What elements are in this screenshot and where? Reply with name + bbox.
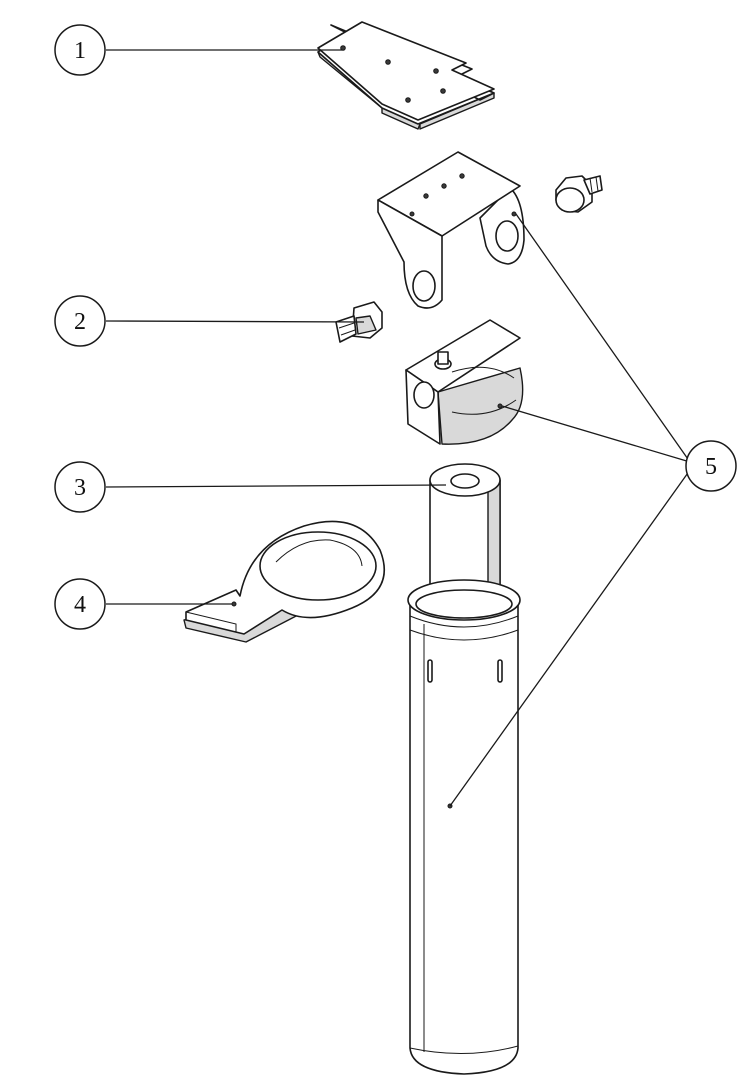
leader-5-housing xyxy=(449,469,691,807)
spanner-wrench xyxy=(183,520,385,643)
balloon-2: 2 xyxy=(54,295,106,347)
u-bracket xyxy=(377,151,525,309)
leader-5-head xyxy=(501,405,691,463)
filter-head xyxy=(405,319,524,445)
leader-3 xyxy=(105,484,447,488)
balloon-1: 1 xyxy=(54,24,106,76)
balloon-3: 3 xyxy=(54,461,106,513)
leader-5-bracket xyxy=(515,213,691,463)
leader-2 xyxy=(105,320,365,323)
balloon-3-number: 3 xyxy=(74,475,86,501)
balloon-1-number: 1 xyxy=(74,38,86,64)
balloon-4-number: 4 xyxy=(74,592,86,618)
balloon-4: 4 xyxy=(54,578,106,630)
hose-barb-fitting-left xyxy=(335,301,383,343)
balloon-5: 5 xyxy=(685,440,737,492)
filter-housing xyxy=(407,579,521,1075)
hose-barb-fitting-right xyxy=(555,175,603,213)
leader-lines xyxy=(105,49,691,807)
balloon-5-number: 5 xyxy=(705,454,717,480)
balloon-2-number: 2 xyxy=(74,309,86,335)
mounting-plate xyxy=(317,21,495,130)
